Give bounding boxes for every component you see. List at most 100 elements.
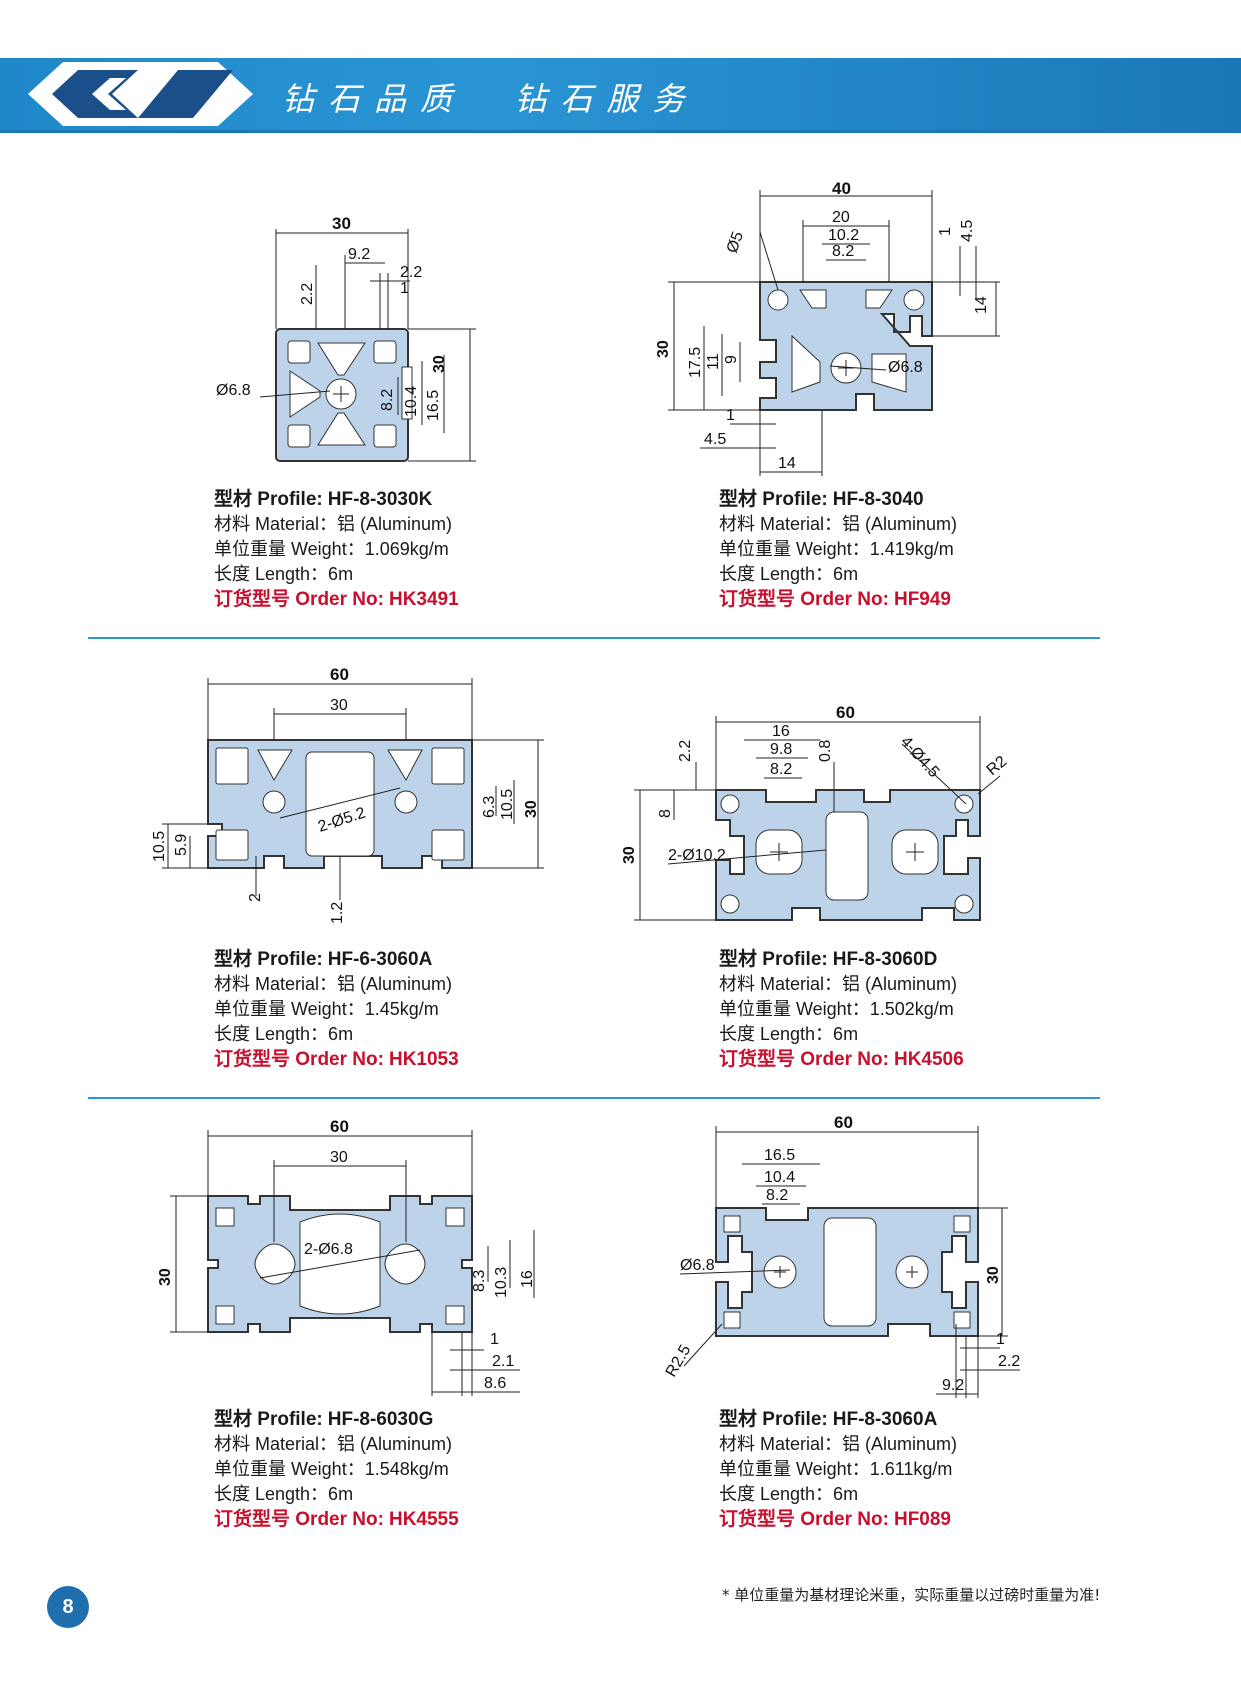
dim-label: 60 <box>330 1117 349 1136</box>
header-rule <box>0 130 1241 133</box>
dim-label: 2.2 <box>299 283 316 305</box>
material: 材料 Material：铝 (Aluminum) <box>214 974 453 994</box>
profile-code: HF-8-3060D <box>832 949 938 970</box>
spec-block: 型材 Profile: HF-6-3060A 材料 Material：铝 (Al… <box>214 947 459 1072</box>
length: 长度 Length：6m <box>214 564 354 584</box>
dim-label: 14 <box>778 455 796 472</box>
dim-label: 10.5 <box>499 789 516 820</box>
dim-label: 8.2 <box>770 761 792 778</box>
length: 长度 Length：6m <box>719 564 859 584</box>
dim-label: 6.3 <box>481 796 498 818</box>
profile-shape <box>275 328 413 462</box>
weight: 单位重量 Weight：1.611kg/m <box>719 1459 953 1479</box>
dim-label: 0.8 <box>817 740 834 762</box>
profile-drawing-3040: 40 20 10.2 8.2 Ø5 1 4.5 14 30 17.5 11 9 … <box>655 179 1020 481</box>
dim-label: 1 <box>937 227 954 236</box>
profile-shape <box>207 739 473 869</box>
dim-label: 60 <box>834 1113 853 1132</box>
profile-code: HF-8-3030K <box>327 489 433 510</box>
dim-label: 1 <box>726 407 735 424</box>
material: 材料 Material：铝 (Aluminum) <box>719 1434 958 1454</box>
order-number: HF949 <box>893 589 951 610</box>
material: 材料 Material：铝 (Aluminum) <box>719 514 958 534</box>
dim-label: 2.2 <box>400 264 422 281</box>
dim-label: Ø5 <box>724 229 747 255</box>
order-label: 订货型号 Order No: <box>214 589 384 610</box>
dim-label: 20 <box>832 209 850 226</box>
dim-label: 2.2 <box>998 1353 1020 1370</box>
profile-code: HF-6-3060A <box>327 949 433 970</box>
dim-label: 16 <box>772 723 790 740</box>
profile-code: HF-8-3060A <box>832 1409 938 1430</box>
dim-label: 8.2 <box>766 1187 788 1204</box>
length: 长度 Length：6m <box>719 1484 859 1504</box>
dim-label: Ø6.8 <box>888 359 923 376</box>
profile-shape <box>759 281 933 411</box>
dim-label: 16 <box>519 1270 536 1288</box>
company-logo <box>28 62 253 126</box>
dim-label: 16.5 <box>764 1147 795 1164</box>
dim-label: 30 <box>330 1149 348 1166</box>
dim-label: 8 <box>657 809 674 818</box>
weight: 单位重量 Weight：1.548kg/m <box>214 1459 449 1479</box>
dim-label: 8.2 <box>832 243 854 260</box>
dim-label: 8.3 <box>471 1270 488 1292</box>
dim-label: 30 <box>523 800 540 818</box>
profile-shape <box>715 789 981 921</box>
section-divider <box>88 637 1100 639</box>
dim-label: 10.4 <box>764 1169 795 1186</box>
dim-label: R2 <box>984 753 1011 779</box>
profile-label: 型材 Profile: <box>719 949 828 970</box>
spec-block: 型材 Profile: HF-8-3060D 材料 Material：铝 (Al… <box>719 947 964 1072</box>
dim-label: 2.2 <box>677 740 694 762</box>
length: 长度 Length：6m <box>719 1024 859 1044</box>
spec-block: 型材 Profile: HF-8-3030K 材料 Material：铝 (Al… <box>214 487 459 612</box>
dim-label: 40 <box>832 179 851 198</box>
dim-label: 11 <box>705 353 722 370</box>
dim-label: 1 <box>996 1331 1005 1348</box>
profile-drawing-3060a-8: 60 16.5 10.4 8.2 Ø6.8 30 R2.5 1 2.2 9.2 <box>640 1112 1040 1407</box>
spec-block: 型材 Profile: HF-8-3060A 材料 Material：铝 (Al… <box>719 1407 957 1532</box>
dim-label: 4.5 <box>959 220 976 242</box>
dim-label: 5.9 <box>173 834 190 856</box>
section-divider <box>88 1097 1100 1099</box>
dim-label: 9.2 <box>348 246 370 263</box>
order-number: HF089 <box>893 1509 951 1530</box>
order-number: HK4555 <box>388 1509 459 1530</box>
profile-drawing-3030k: 30 9.2 2.2 1 2.2 Ø6.8 30 8.2 10.4 16.5 <box>216 214 540 480</box>
profile-code: HF-8-6030G <box>327 1409 434 1430</box>
profile-drawing-3060d: 60 16 9.8 8.2 2.2 0.8 4-Ø4.5 R2 8 30 2-Ø… <box>620 700 1020 945</box>
dim-label: 30 <box>655 340 672 358</box>
order-label: 订货型号 Order No: <box>719 589 889 610</box>
dim-label: 30 <box>985 1266 1002 1284</box>
dim-label: 10.3 <box>493 1267 510 1298</box>
profile-shape <box>715 1207 979 1337</box>
order-label: 订货型号 Order No: <box>214 1049 384 1070</box>
dim-label: 9.8 <box>770 741 792 758</box>
profile-drawing-3060a: 60 30 2-Ø5.2 6.3 10.5 30 10.5 5.9 2 1.2 <box>150 665 550 935</box>
dim-label: 4-Ø4.5 <box>897 733 942 781</box>
material: 材料 Material：铝 (Aluminum) <box>214 1434 453 1454</box>
material: 材料 Material：铝 (Aluminum) <box>214 514 453 534</box>
profile-code: HF-8-3040 <box>832 489 924 510</box>
profile-drawing-6030g: 60 30 2-Ø6.8 8.3 10.3 16 30 1 2.1 8.6 <box>150 1117 550 1407</box>
weight: 单位重量 Weight：1.502kg/m <box>719 999 954 1019</box>
dim-label: 1 <box>490 1331 499 1348</box>
order-label: 订货型号 Order No: <box>214 1509 384 1530</box>
dim-label: R2.5 <box>663 1342 695 1380</box>
dim-label: 2-Ø6.8 <box>304 1241 353 1258</box>
dim-label: 17.5 <box>687 347 704 378</box>
dim-label: Ø6.8 <box>680 1257 715 1274</box>
order-number: HK3491 <box>388 589 459 610</box>
profile-label: 型材 Profile: <box>214 949 323 970</box>
order-number: HK1053 <box>388 1049 459 1070</box>
dim-label: 10.2 <box>828 227 859 244</box>
header-slogan: 钻石品质 钻石服务 <box>282 80 699 118</box>
dim-label: 10.5 <box>151 831 168 862</box>
spec-block: 型材 Profile: HF-8-3040 材料 Material：铝 (Alu… <box>719 487 957 612</box>
order-label: 订货型号 Order No: <box>719 1509 889 1530</box>
dim-label: 8.6 <box>484 1375 506 1392</box>
order-label: 订货型号 Order No: <box>719 1049 889 1070</box>
dim-label: 30 <box>431 355 448 373</box>
dim-label: 30 <box>621 846 638 864</box>
